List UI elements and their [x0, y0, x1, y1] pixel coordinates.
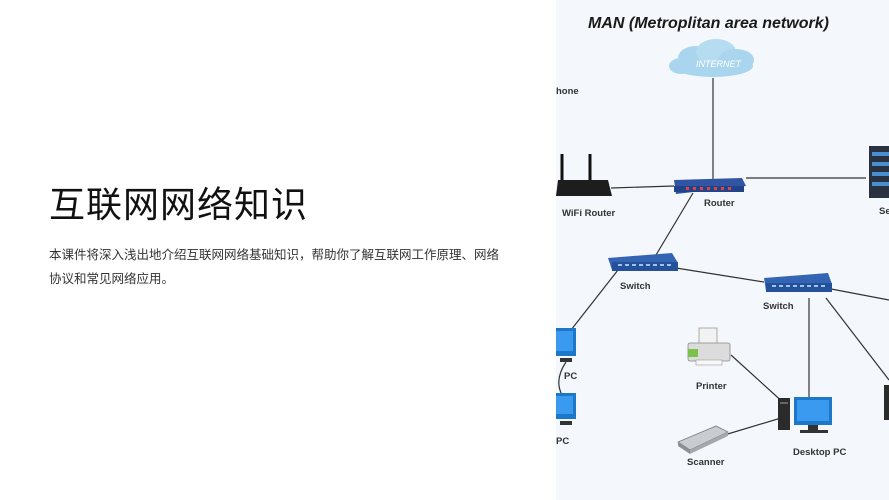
scanner-label: Scanner [687, 457, 725, 468]
link-pc-pc [558, 361, 567, 396]
pc-bottom-icon [556, 393, 576, 425]
network-diagram: MAN (Metroplitan area network) INTERNET … [556, 15, 889, 468]
wifi-router-label: WiFi Router [562, 208, 616, 219]
printer-label: Printer [696, 381, 727, 392]
pc-bottom-label: PC [556, 436, 569, 447]
pc-top-icon [556, 328, 576, 362]
switch-right-icon [764, 273, 832, 292]
internet-cloud-icon [669, 39, 754, 77]
link-switch-switch [675, 267, 765, 283]
switch-right-label: Switch [763, 301, 794, 312]
wifi-router-icon [556, 154, 612, 196]
switch-left-label: Switch [620, 281, 651, 292]
diagram-title: MAN (Metroplitan area network) [588, 15, 829, 32]
link-switch-pc [570, 269, 619, 331]
slide-title: 互联网网络知识 [49, 185, 309, 226]
router-icon [674, 178, 746, 194]
desktop-pc-icon [778, 397, 832, 433]
phone-label: hone [556, 86, 579, 97]
network-links [558, 78, 889, 437]
network-diagram-panel: MAN (Metroplitan area network) INTERNET … [556, 0, 889, 500]
switch-left-icon [608, 253, 678, 271]
pc-top-label: PC [564, 371, 577, 382]
link-switch-right-edge [825, 287, 889, 301]
server-icon [869, 146, 889, 198]
internet-label: INTERNET [696, 59, 743, 69]
server-label: Se [879, 206, 889, 217]
link-router-switch-left [655, 192, 694, 256]
link-switch-edge-lower [825, 297, 889, 381]
text-panel: 互联网网络知识 本课件将深入浅出地介绍互联网网络基础知识，帮助你了解互联网工作原… [49, 185, 500, 286]
printer-icon [687, 327, 731, 366]
link-scanner-desktop [720, 417, 782, 437]
scanner-icon [677, 425, 729, 454]
edge-device-icon [884, 385, 889, 420]
link-printer-desktop [730, 354, 787, 406]
link-wifi-router [610, 185, 675, 189]
slide-description: 本课件将深入浅出地介绍互联网网络基础知识，帮助你了解互联网工作原理、网络协议和常… [49, 247, 500, 286]
router-label: Router [704, 198, 735, 209]
desktop-pc-label: Desktop PC [793, 447, 846, 458]
